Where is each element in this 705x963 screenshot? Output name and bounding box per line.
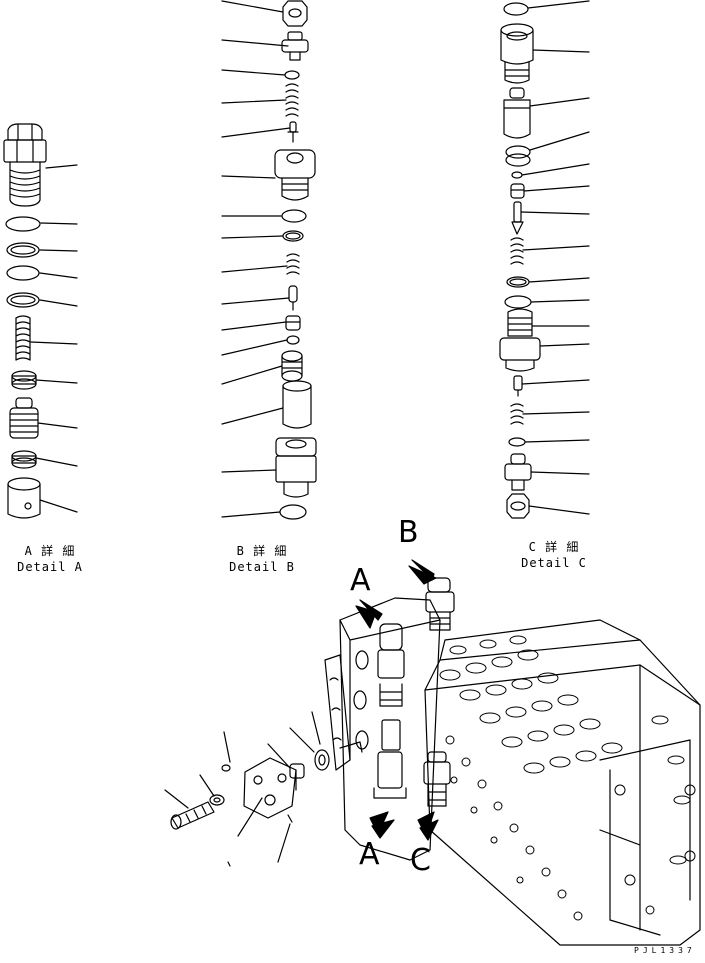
detail-a-label-en: Detail A: [17, 560, 83, 574]
detail-c-label-jp: C 詳 細: [528, 540, 580, 554]
plug-part: [3, 123, 47, 207]
callout-a-bottom: A: [359, 837, 380, 872]
poppet-part: [9, 397, 39, 439]
callout-b: B: [398, 515, 419, 550]
detail-b-label-jp: B 詳 細: [236, 544, 288, 558]
callout-a-top: A: [350, 563, 371, 598]
detail-b-label-en: Detail B: [229, 560, 295, 574]
detail-a-label-jp: A 詳 細: [24, 544, 76, 558]
arrow-b: [408, 559, 437, 585]
detail-c-parts: [499, 0, 590, 519]
detail-c-label-en: Detail C: [521, 556, 587, 570]
drawing-code: PJL1337: [634, 946, 696, 955]
sleeve-part: [7, 477, 41, 519]
arrow-a-bottom: [369, 811, 395, 839]
spring-part: [15, 315, 31, 361]
detail-a-caption: A 詳 細 Detail A: [14, 543, 86, 575]
cover-flange-part: [243, 757, 297, 819]
detail-c-caption: C 詳 細 Detail C: [518, 539, 590, 571]
arrow-a-top: [355, 599, 383, 629]
valve-assembly: [164, 577, 701, 946]
arrow-c: [417, 811, 439, 841]
callout-c: C: [410, 843, 431, 878]
detail-b-parts: [221, 0, 317, 520]
o-ring-part: [5, 216, 41, 232]
detail-b-caption: B 詳 細 Detail B: [226, 543, 298, 575]
detail-a-parts: [3, 123, 78, 519]
